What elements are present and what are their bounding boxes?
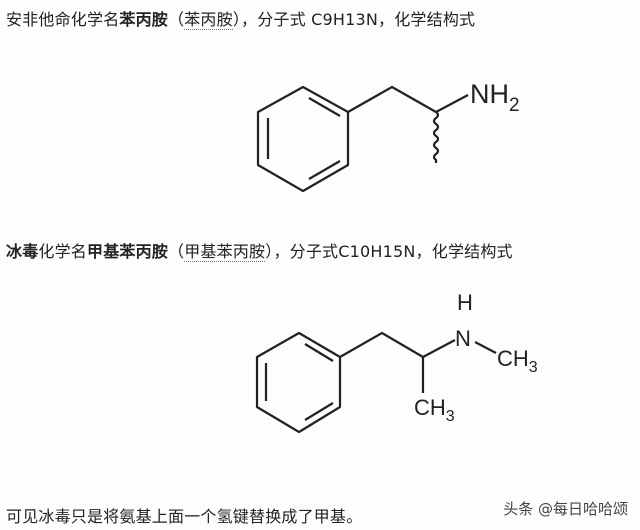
- chemical-name-link[interactable]: 甲基苯丙胺: [184, 242, 266, 262]
- amine-label: NH2: [470, 79, 520, 116]
- nitrogen-label: N: [455, 326, 471, 351]
- chemical-name-link[interactable]: 苯丙胺: [184, 10, 233, 30]
- formula-line-methamphetamine: 冰毒化学名甲基苯丙胺（甲基苯丙胺），分子式C10H15N，化学结构式: [6, 238, 513, 262]
- drug-name: 冰毒: [6, 242, 39, 261]
- watermark: 头条 @每日哈哈颂: [503, 500, 628, 518]
- n-methyl-label: CH3: [497, 346, 538, 376]
- hydrogen-label: H: [457, 290, 473, 315]
- paren-close: ）: [265, 242, 274, 261]
- chemical-name: 苯丙胺: [119, 10, 169, 29]
- text-middle: 化学名: [38, 242, 88, 261]
- formula-text: ，分子式 C9H13N，化学结构式: [241, 10, 476, 29]
- formula-text: ，分子式C10H15N，化学结构式: [273, 242, 513, 261]
- c-methyl-label: CH3: [414, 395, 455, 425]
- paren-open: （: [168, 10, 185, 29]
- paren-close: ）: [232, 10, 242, 29]
- amphetamine-structure: [256, 85, 469, 193]
- text-prefix: 安非他命化学名: [6, 10, 120, 29]
- chemical-name: 甲基苯丙胺: [87, 242, 169, 261]
- conclusion-text: 可见冰毒只是将氨基上面一个氢键替换成了甲基。: [6, 507, 363, 526]
- methamphetamine-structure: [255, 331, 497, 434]
- paren-open: （: [168, 242, 185, 261]
- formula-line-amphetamine: 安非他命化学名苯丙胺（苯丙胺），分子式 C9H13N，化学结构式: [6, 6, 475, 30]
